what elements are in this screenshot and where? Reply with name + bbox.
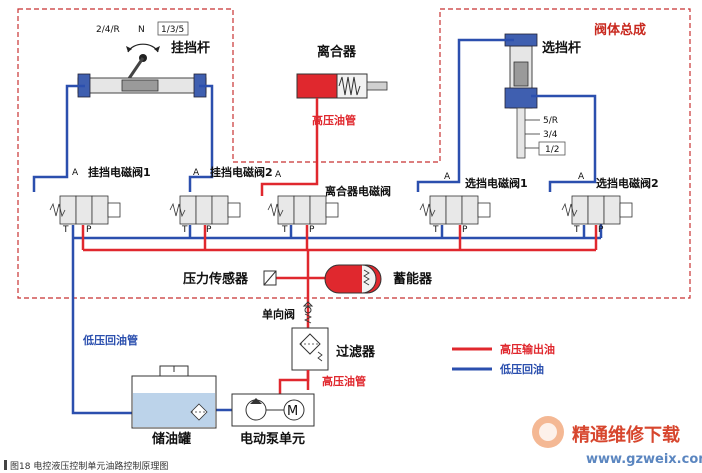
valve-body-assembly-label: 阀体总成 [594,22,646,38]
port-p-3: P [309,225,315,235]
high-pressure-line-top-label: 高压油管 [312,113,356,127]
shift-lever-arm [126,57,145,81]
watermark: 精通维修下载 www.gzweix.com [532,416,702,467]
legend: 高压输出油 低压回油 [452,342,555,376]
port-a-1: A [72,168,79,178]
caption-marker [4,460,7,470]
electric-pump-unit-label: 电动泵单元 [240,431,305,447]
clutch-cylinder-chamber [296,73,338,99]
check-valve [302,301,314,324]
clutch-rod [366,81,388,91]
select-solenoid-1 [419,195,491,225]
port-p-1: P [86,225,92,235]
pump-to-filter-line [278,370,310,394]
shift-solenoid-2-label: 挂挡电磁阀2 [210,165,273,179]
port-t-3: T [281,225,288,235]
oil-tank-label: 储油罐 [151,431,191,447]
check-valve-label: 单向阀 [262,307,295,321]
clutch-spring [338,76,361,96]
select-solenoid-2 [561,195,633,225]
filter-label: 过滤器 [336,344,376,360]
shift-rotation-arrow [127,43,159,53]
select-lever-label: 选挡杆 [542,40,581,56]
oil-tank [131,365,217,429]
pressure-sensor [263,270,277,286]
clutch-solenoid-label: 离合器电磁阀 [325,184,391,198]
legend-low-pressure-label: 低压回油 [499,362,544,376]
select-position-top: 5/R [543,116,558,126]
clutch-solenoid [267,195,339,225]
select-cap-bottom [504,87,538,109]
electric-pump-unit: M [231,393,315,427]
shift-lever-label: 挂挡杆 [171,40,210,56]
low-pressure-lines [32,38,603,415]
select-piston [513,61,529,87]
shift-solenoid-1-label: 挂挡电磁阀1 [88,165,151,179]
select-solenoid-1-label: 选挡电磁阀1 [465,176,528,190]
shift-position-right-box [157,21,189,36]
port-p-5: P [598,225,604,235]
select-position-mid: 3/4 [543,130,558,140]
shift-rotation-arrowhead-left [126,46,132,52]
select-position-bottom: 1/2 [545,145,559,155]
clutch-actuator: 离合器 [296,44,388,99]
port-t-2: T [181,225,188,235]
port-letters: A T P A T P A T P A T P A T P [62,168,604,235]
motor-symbol: M [287,404,298,419]
port-a-5: A [578,172,585,182]
port-t-4: T [432,225,439,235]
accumulator-label: 蓄能器 [393,271,433,287]
filter [291,327,329,371]
watermark-title: 精通维修下载 [572,424,680,446]
shift-rotation-arrowhead-right [154,46,160,52]
low-pressure-return-line-label: 低压回油管 [82,333,138,347]
high-pressure-line-bottom-label: 高压油管 [322,374,366,388]
port-a-2: A [193,168,200,178]
port-p-2: P [206,225,212,235]
select-solenoid-2-label: 选挡电磁阀2 [596,176,659,190]
select-rod [516,107,526,159]
figure-caption: 图18 电控液压控制单元油路控制原理图 [10,460,168,472]
select-lever-actuator: 选挡杆 5/R 3/4 1/2 [504,33,581,159]
shift-solenoid-2 [169,195,241,225]
port-t-1: T [62,225,69,235]
port-t-5: T [573,225,580,235]
shift-position-left: 2/4/R [96,25,120,35]
accumulator [324,264,382,294]
shift-position-right: 1/3/5 [161,25,184,35]
pressure-sensor-label: 压力传感器 [183,271,249,287]
watermark-url: www.gzweix.com [586,452,702,467]
shift-position-neutral: N [138,25,145,35]
shift-lever-actuator: 2/4/R N 1/3/5 挂挡杆 [77,21,210,98]
shift-solenoid-1 [49,195,121,225]
port-a-4: A [444,172,451,182]
port-p-4: P [462,225,468,235]
legend-high-pressure-label: 高压输出油 [500,342,555,356]
port-a-3: A [275,170,282,180]
shift-piston [121,79,159,92]
valve-body-boundary [17,8,691,299]
select-position-bottom-box [538,141,566,156]
clutch-label: 离合器 [317,44,357,60]
